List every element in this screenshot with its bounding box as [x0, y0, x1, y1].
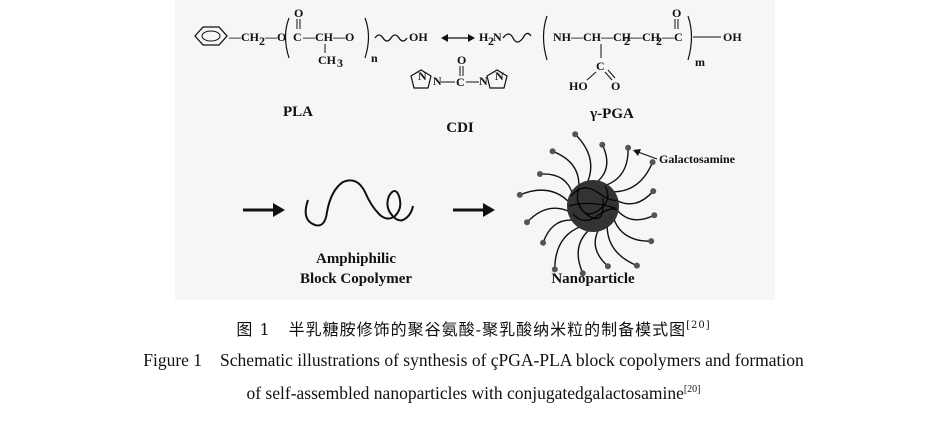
cdi-n2: N: [433, 74, 442, 88]
polymer-tail: [605, 147, 629, 187]
caption-cn-ref: [20]: [686, 320, 711, 331]
pga-structure: H 2 N NH—CH—CH 2 —CH 2 —C O OH m C HO O: [479, 6, 742, 93]
pga-side-c: C: [596, 59, 605, 73]
pla-carbonyl-c: C: [293, 30, 302, 44]
pla-wavy-chain: [374, 34, 408, 42]
caption-cn-text: 半乳糖胺修饰的聚谷氨酸-聚乳酸纳米粒的制备模式图: [288, 320, 687, 339]
pla-methyl-sub: 3: [337, 56, 343, 70]
galactosamine-bead: [549, 148, 556, 155]
pga-backbone: NH—CH—CH: [553, 30, 632, 44]
polymer-tail: [615, 190, 654, 205]
pla-structure: —CH 2 —O C O —CH—O CH 3 n OH: [194, 6, 428, 70]
polymer-tail: [526, 207, 571, 223]
cdi-label: CDI: [446, 120, 474, 136]
cdi-n4: N: [495, 69, 504, 83]
pga-ch2b: —CH: [629, 30, 661, 44]
pga-side-ho: HO: [569, 79, 588, 93]
polymer-tail: [539, 173, 574, 194]
polymer-tail: [612, 218, 652, 242]
pla-open-bracket: [284, 17, 290, 59]
polymer-tail: [519, 189, 570, 203]
nanoparticle-label: Nanoparticle: [551, 271, 635, 287]
cdi-c: C: [456, 75, 465, 89]
galactosamine-bead: [540, 239, 547, 246]
galactosamine-label: Galactosamine: [659, 152, 736, 166]
galactosamine-bead: [650, 188, 657, 195]
galactosamine-bead: [579, 270, 586, 277]
galactosamine-bead: [625, 144, 632, 151]
pga-open-bracket: [542, 15, 548, 61]
reaction-arrow-1-icon: [243, 203, 285, 217]
imidazole-ring-right-icon: [486, 69, 508, 89]
equilibrium-arrow-icon: [441, 34, 475, 42]
galactosamine-bead: [651, 212, 658, 219]
copolymer-label-line1: Amphiphilic: [316, 251, 396, 267]
pla-label: PLA: [283, 104, 313, 120]
polymer-tail: [616, 209, 655, 221]
pla-terminal-oh: OH: [409, 30, 428, 44]
cdi-n3: N: [479, 74, 488, 88]
cdi-o: O: [457, 53, 466, 67]
pla-methyl: CH: [318, 53, 337, 67]
pla-close-bracket: [364, 17, 370, 59]
pla-ring-link-sub: 2: [259, 34, 265, 48]
caption-chinese: 图 1 半乳糖胺修饰的聚谷氨酸-聚乳酸纳米粒的制备模式图[20]: [0, 316, 947, 340]
pga-close-bracket: [687, 15, 693, 61]
galactosamine-bead: [536, 171, 543, 177]
caption-english-line2: of self-assembled nanoparticles with con…: [0, 383, 947, 404]
benzene-ring-icon: [194, 26, 228, 46]
cdi-n1: N: [418, 69, 427, 83]
galactosamine-bead: [524, 219, 530, 226]
pga-repeat-m: m: [695, 55, 705, 69]
reaction-arrow-2-icon: [453, 203, 495, 217]
galactosamine-bead: [633, 262, 640, 269]
copolymer-label-line2: Block Copolymer: [300, 271, 412, 287]
cdi-structure: N N C O N N: [410, 53, 508, 89]
polymer-tail: [552, 150, 580, 187]
polymer-tail: [596, 144, 608, 183]
pla-ring-link: —CH: [228, 30, 260, 44]
scheme-figure: —CH 2 —O C O —CH—O CH 3 n OH H 2 N NH—CH…: [175, 0, 775, 300]
pga-amine-h: H: [479, 30, 489, 44]
pga-carbonyl-o: O: [672, 6, 681, 20]
pla-carbonyl-o: O: [294, 6, 303, 20]
pga-amine-sub: 2: [488, 34, 494, 48]
pga-carbonyl-c: —C: [661, 30, 683, 44]
caption-en-line2-text: of self-assembled nanoparticles with con…: [246, 383, 684, 403]
nanoparticle-icon: [516, 131, 658, 277]
pga-side-o: O: [611, 79, 620, 93]
galactosamine-bead: [551, 266, 558, 273]
galactosamine-bead: [516, 191, 523, 198]
pga-label: γ-PGA: [589, 106, 634, 122]
polymer-tail: [542, 219, 574, 244]
polymer-tail: [606, 225, 638, 267]
caption-english-line1: Figure 1 Schematic illustrations of synth…: [0, 350, 947, 371]
galactosamine-bead: [599, 141, 606, 148]
caption-en-ref: [20]: [683, 384, 701, 395]
galactosamine-bead: [604, 263, 611, 270]
polymer-tail: [594, 228, 609, 267]
pga-ch2-sub1: 2: [624, 34, 630, 48]
pla-ester-o: —O: [264, 30, 286, 44]
galactosamine-pointer-icon: [633, 149, 658, 160]
polymer-tail: [554, 225, 581, 270]
pla-ch-o: —CH—O: [302, 30, 354, 44]
caption-cn-number: 图 1: [236, 320, 271, 339]
pga-ch2-sub2: 2: [656, 34, 662, 48]
polymer-tail: [612, 161, 654, 193]
pga-wavy-chain: [502, 32, 532, 43]
polymer-tail: [574, 133, 592, 183]
pga-terminal-oh: OH: [723, 30, 742, 44]
imidazole-ring-left-icon: [410, 69, 432, 89]
pga-amine-n: N: [493, 30, 502, 44]
pla-repeat-n: n: [371, 51, 378, 65]
galactosamine-bead: [648, 238, 655, 245]
galactosamine-bead: [649, 159, 656, 166]
copolymer-chain-icon: [304, 179, 414, 227]
caption-en-number: Figure 1: [143, 350, 203, 370]
polymer-tail: [577, 229, 590, 274]
galactosamine-bead: [572, 131, 579, 138]
caption-en-line1-text: Schematic illustrations of synthesis of …: [220, 350, 804, 370]
